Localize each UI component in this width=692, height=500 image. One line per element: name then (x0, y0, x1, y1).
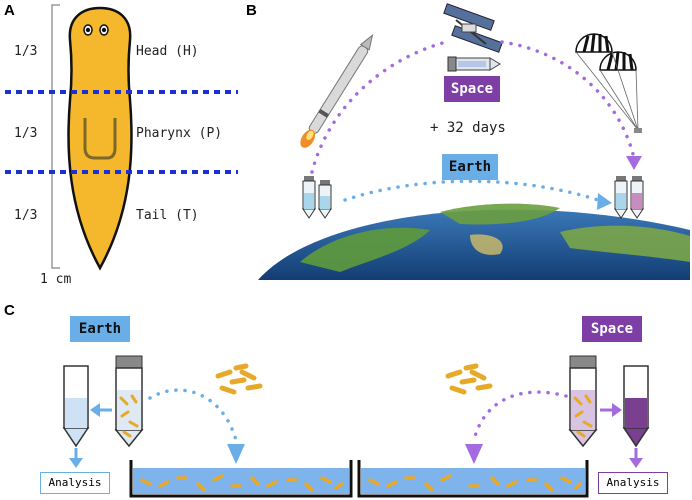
fragments-space-icon (445, 363, 493, 395)
analysis-box-space: Analysis (598, 472, 668, 494)
return-arrowhead (626, 156, 642, 170)
earth-control-arrowhead (597, 193, 612, 210)
continent-4 (470, 234, 503, 255)
analysis-tube-earth-icon (62, 365, 90, 448)
tube-horizontal-icon (447, 56, 501, 72)
earth-tag-b: Earth (442, 154, 498, 180)
planarian-worm (67, 6, 133, 271)
tubes-start-icon (302, 176, 332, 219)
region-head-label: Head (H) (136, 44, 199, 59)
duration-label: + 32 days (430, 120, 506, 136)
dish-space (357, 460, 589, 498)
fragments-earth-icon (215, 363, 263, 395)
scale-label: 1 cm (40, 272, 72, 287)
analysis-box-earth: Analysis (40, 472, 110, 494)
tubes-end-icon (614, 176, 644, 219)
panel-label-b: B (246, 2, 257, 19)
transfer-path-space (472, 390, 568, 442)
pharynx-shape (83, 118, 117, 160)
sample-tube-earth-icon (114, 355, 144, 448)
dish-earth-fragments (140, 474, 344, 492)
rocket-icon (300, 34, 374, 148)
continent-1 (300, 227, 430, 272)
dish-space-fragments (368, 474, 582, 492)
region-tail-label: Tail (T) (136, 208, 199, 223)
earth-tag-c: Earth (70, 316, 130, 342)
transfer-path-earth (148, 388, 238, 442)
parachute-icon (575, 33, 642, 133)
analysis-tube-space-icon (622, 365, 650, 448)
return-path (500, 40, 636, 160)
earth-control-path (343, 179, 600, 202)
fraction-head: 1/3 (14, 44, 38, 59)
space-tag-b: Space (444, 76, 500, 102)
continent-3 (560, 225, 690, 262)
space-station-icon (443, 3, 503, 53)
scale-bracket (51, 4, 60, 269)
sample-tube-space-icon (568, 355, 598, 448)
region-pharynx-label: Pharynx (P) (136, 126, 223, 141)
fraction-tail: 1/3 (14, 208, 38, 223)
panel-label-c: C (4, 302, 15, 319)
space-tag-c: Space (582, 316, 642, 342)
fraction-pharynx: 1/3 (14, 126, 38, 141)
dish-earth (129, 460, 353, 498)
continent-2 (440, 203, 560, 225)
panel-label-a: A (4, 2, 15, 19)
